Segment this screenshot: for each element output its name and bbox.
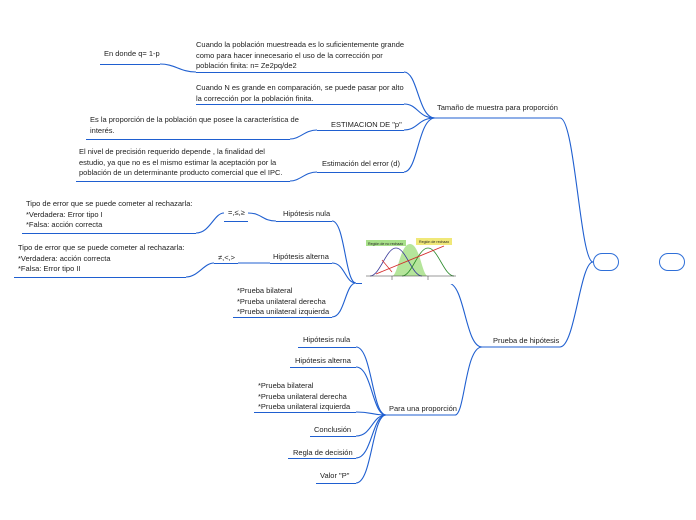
topic-hipotesis-nula[interactable]: Hipótesis nula (283, 209, 330, 220)
note-nivel-precision: El nivel de precisión requerido depende … (79, 147, 282, 179)
para-hipotesis-alterna[interactable]: Hipótesis alterna (295, 356, 351, 367)
topic-estimacion-p[interactable]: ESTIMACION DE "p" (331, 120, 402, 131)
extra-node[interactable] (659, 253, 685, 271)
underline-valor-p (316, 483, 356, 484)
note-tipos-prueba: *Prueba bilateral *Prueba unilateral der… (237, 286, 329, 318)
para-valor-p[interactable]: Valor "P" (320, 471, 349, 482)
underline-nula-symbols (224, 221, 248, 222)
underline-n-grande (196, 104, 404, 105)
underline-para-nula (298, 347, 356, 348)
underline-hipotesis-alterna (270, 263, 332, 264)
underline-en-donde (100, 64, 160, 65)
note-n-grande: Cuando N es grande en comparación, se pu… (196, 83, 404, 104)
underline-alterna-symbols (214, 263, 238, 264)
note-error-alterna: Tipo de error que se puede cometer al re… (18, 243, 184, 275)
topic-prueba-hipotesis[interactable]: Prueba de hipótesis (493, 336, 559, 347)
underline-regla (288, 458, 356, 459)
underline-hipotesis-nula (276, 221, 332, 222)
para-tipos-prueba: *Prueba bilateral *Prueba unilateral der… (258, 381, 350, 413)
hypothesis-test-image: Región de no rechazo Región de rechazo (362, 236, 458, 284)
underline-error-alterna (14, 277, 186, 278)
topic-tamano-muestra[interactable]: Tamaño de muestra para proporción (437, 103, 558, 114)
topic-hipotesis-alterna[interactable]: Hipótesis alterna (273, 252, 329, 263)
para-regla-decision[interactable]: Regla de decisión (293, 448, 353, 459)
note-error-nula: Tipo de error que se puede cometer al re… (26, 199, 192, 231)
note-poblacion-grande: Cuando la población muestreada es lo suf… (196, 40, 404, 72)
underline-nivel-precision (76, 181, 290, 182)
region-rechazo-label: Región de rechazo (419, 240, 449, 244)
note-proporcion: Es la proporción de la población que pos… (90, 115, 299, 136)
region-no-rechazo-label: Región de no rechazo (368, 242, 403, 246)
underline-error-nula (22, 233, 196, 234)
note-en-donde: En donde q= 1-p (104, 49, 160, 60)
para-hipotesis-nula[interactable]: Hipótesis nula (303, 335, 350, 346)
underline-para-alterna (290, 367, 356, 368)
underline-estimacion-error (317, 172, 404, 173)
hipotesis-nula-symbols: =,≤,≥ (228, 208, 245, 219)
underline-para-tipos (254, 412, 356, 413)
para-conclusion[interactable]: Conclusión (314, 425, 351, 436)
topic-estimacion-error[interactable]: Estimación del error (d) (322, 159, 400, 170)
underline-proporcion (86, 139, 290, 140)
underline-poblacion (196, 72, 404, 73)
underline-estimacion-p (317, 130, 404, 131)
root-node[interactable] (593, 253, 619, 271)
underline-conclusion (310, 436, 356, 437)
hipotesis-alterna-symbols: ≠,<,> (218, 253, 235, 264)
topic-para-una-proporcion[interactable]: Para una proporción (389, 404, 457, 415)
underline-tipos-prueba (233, 317, 332, 318)
